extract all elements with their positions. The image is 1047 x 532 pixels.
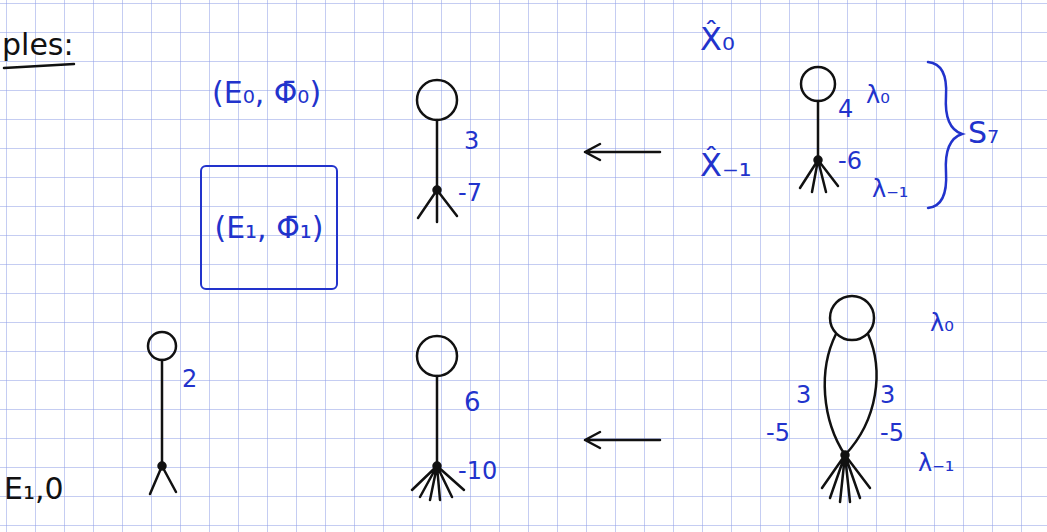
degree-number: -6 bbox=[838, 148, 862, 174]
genus-number: 3 bbox=[464, 128, 479, 154]
weight-label: λ₋₁ bbox=[872, 176, 909, 202]
genus-number: 3 bbox=[880, 382, 895, 408]
genus-number: 2 bbox=[182, 366, 197, 392]
moduli-label: X̂₋₁ bbox=[700, 148, 752, 183]
degree-number: -7 bbox=[458, 180, 482, 206]
underline bbox=[4, 64, 74, 68]
boxed-pair: (E₁, Φ̄₁) bbox=[200, 165, 338, 290]
genus-number: 3 bbox=[796, 382, 811, 408]
degree-number: -10 bbox=[458, 458, 497, 484]
pair-label: (E₀, Φ̄₀) bbox=[212, 76, 321, 109]
space-label: E₁,0 bbox=[4, 472, 64, 505]
group-label: S₇ bbox=[968, 116, 999, 149]
moduli-label: X̂₀ bbox=[700, 22, 735, 57]
degree-number: -5 bbox=[880, 420, 904, 446]
degree-number: -5 bbox=[766, 420, 790, 446]
weight-label: λ₀ bbox=[930, 310, 954, 336]
heading-fragment: ples: bbox=[2, 28, 74, 61]
weight-label: λ₀ bbox=[866, 82, 890, 108]
genus-number: 6 bbox=[464, 388, 481, 417]
pair-label: (E₁, Φ̄₁) bbox=[214, 211, 323, 244]
brace bbox=[928, 62, 962, 208]
genus-number: 4 bbox=[838, 96, 853, 122]
weight-label: λ₋₁ bbox=[918, 450, 955, 476]
